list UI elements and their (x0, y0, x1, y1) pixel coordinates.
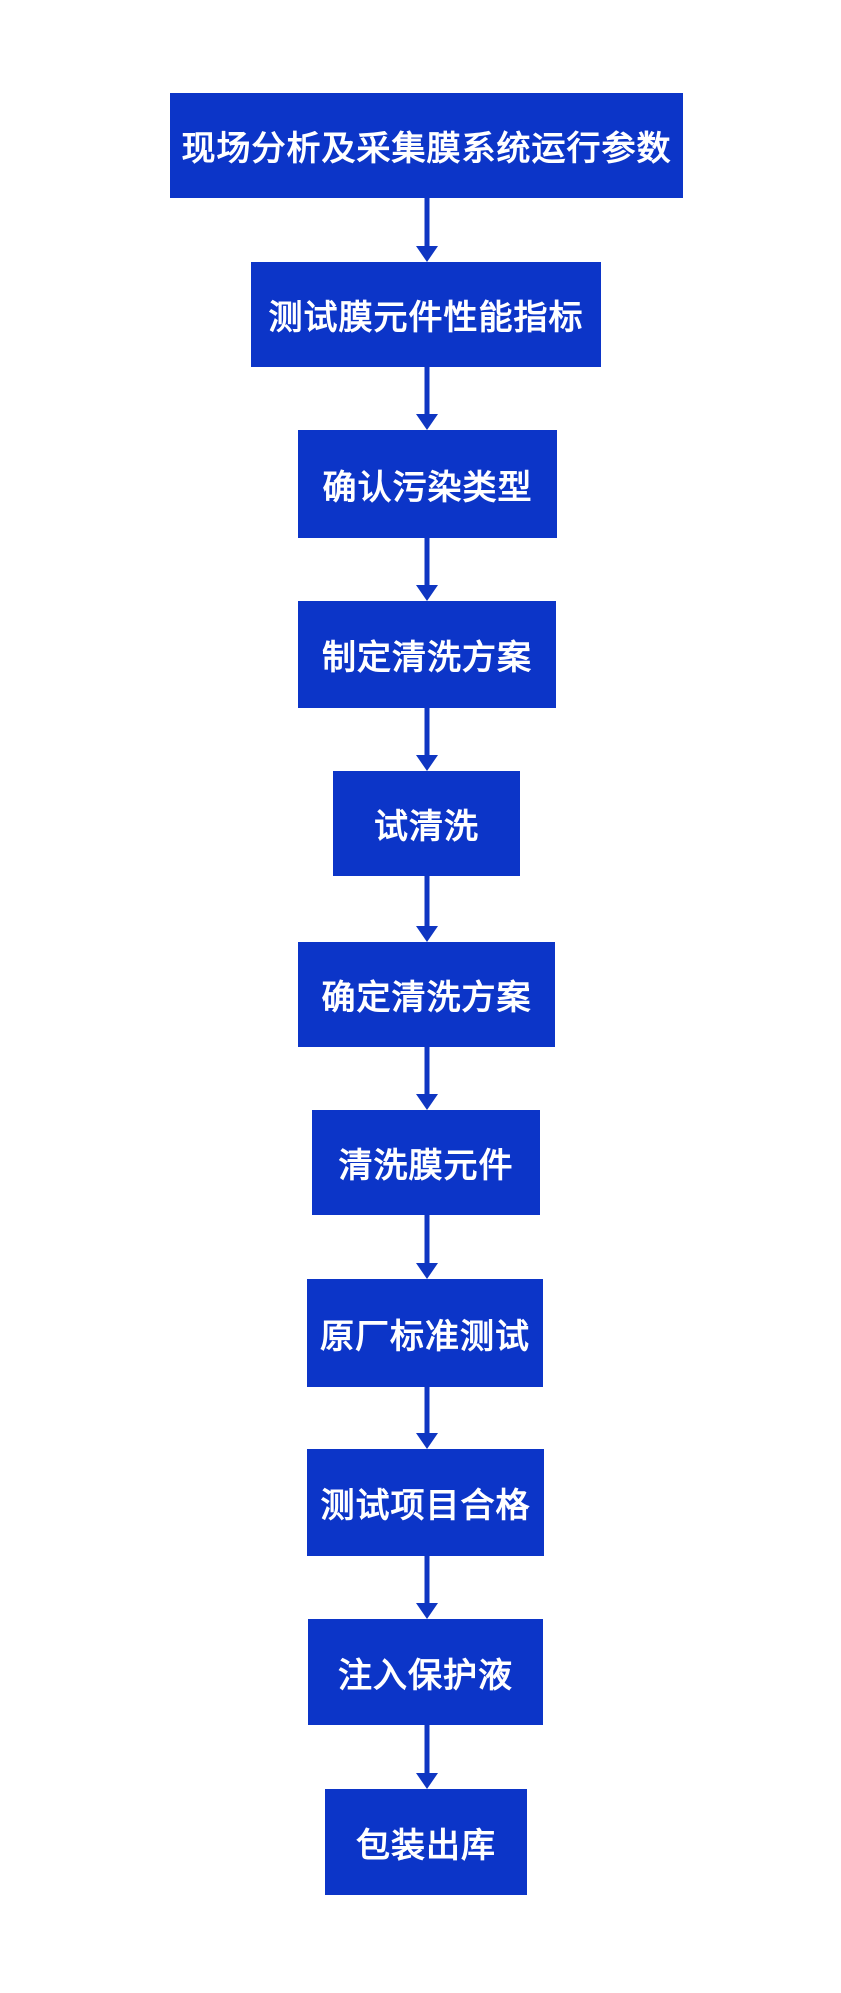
flow-step-8: 原厂标准测试 (307, 1279, 543, 1387)
arrow-shaft (424, 876, 430, 927)
flow-step-label: 确认污染类型 (322, 468, 533, 507)
arrow-head-icon (416, 246, 438, 262)
flow-step-label: 制定清洗方案 (322, 639, 532, 677)
arrow-head-icon (416, 926, 438, 942)
down-arrow-connector-5 (415, 876, 439, 942)
flow-step-label: 注入保护液 (338, 1656, 513, 1695)
arrow-head-icon (416, 755, 438, 771)
arrow-head-icon (416, 1263, 438, 1279)
flow-step-label: 试清洗 (374, 808, 479, 846)
down-arrow-connector-6 (415, 1047, 439, 1110)
down-arrow-connector-10 (415, 1725, 439, 1789)
arrow-head-icon (416, 1773, 438, 1789)
flow-step-label: 原厂标准测试 (320, 1317, 530, 1356)
arrow-shaft (424, 1387, 430, 1434)
flow-step-label: 包装出库 (356, 1826, 496, 1865)
arrow-shaft (424, 708, 430, 756)
down-arrow-connector-1 (415, 198, 439, 262)
flow-step-label: 清洗膜元件 (338, 1147, 514, 1185)
flow-step-2: 测试膜元件性能指标 (251, 262, 601, 367)
flow-step-label: 现场分析及采集膜系统运行参数 (181, 130, 672, 168)
down-arrow-connector-2 (415, 367, 439, 430)
arrow-shaft (424, 1047, 430, 1095)
down-arrow-connector-9 (415, 1556, 439, 1619)
flow-step-7: 清洗膜元件 (312, 1110, 540, 1215)
arrow-head-icon (416, 1094, 438, 1110)
flow-step-11: 包装出库 (325, 1789, 527, 1895)
arrow-shaft (424, 1556, 430, 1604)
flow-step-9: 测试项目合格 (307, 1449, 544, 1556)
arrow-shaft (424, 538, 430, 586)
arrow-shaft (424, 367, 430, 415)
arrow-shaft (424, 198, 430, 247)
arrow-head-icon (416, 414, 438, 430)
flow-step-6: 确定清洗方案 (298, 942, 555, 1047)
down-arrow-connector-8 (415, 1387, 439, 1449)
flow-step-3: 确认污染类型 (298, 430, 557, 538)
down-arrow-connector-3 (415, 538, 439, 601)
arrow-shaft (424, 1215, 430, 1264)
down-arrow-connector-4 (415, 708, 439, 771)
flow-step-1: 现场分析及采集膜系统运行参数 (170, 93, 683, 198)
flow-step-4: 制定清洗方案 (298, 601, 556, 708)
flow-step-label: 测试膜元件性能指标 (268, 299, 584, 337)
arrow-head-icon (416, 1433, 438, 1449)
flow-step-10: 注入保护液 (308, 1619, 543, 1725)
flow-step-label: 测试项目合格 (320, 1487, 531, 1525)
arrow-head-icon (416, 1603, 438, 1619)
arrow-shaft (424, 1725, 430, 1774)
flow-step-5: 试清洗 (333, 771, 520, 876)
flow-step-label: 确定清洗方案 (321, 979, 532, 1017)
down-arrow-connector-7 (415, 1215, 439, 1279)
arrow-head-icon (416, 585, 438, 601)
